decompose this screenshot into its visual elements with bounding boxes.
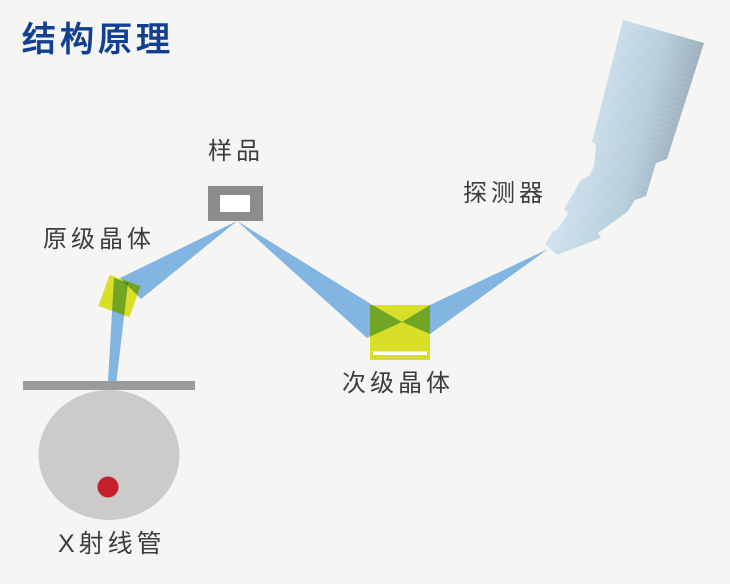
beam-secondary-to-detector [402,249,548,334]
xray-tube-shape [38,390,180,520]
primary-crystal-label: 原级晶体 [43,226,155,253]
tube-housing-bar [23,381,195,390]
detector-texture [545,20,704,255]
detector-label: 探测器 [463,180,547,207]
beam-primary-to-sample [120,221,237,299]
sample-window [220,195,250,212]
secondary-crystal-label: 次级晶体 [342,370,454,397]
xray-tube-label: X射线管 [58,530,166,558]
beam-sample-to-secondary [237,221,402,338]
page-title: 结构原理 [22,21,174,59]
crystal-aperture-line [373,351,427,355]
sample-label: 样品 [208,138,264,165]
focal-spot [97,476,119,498]
beam-tube-to-primary [107,278,128,390]
